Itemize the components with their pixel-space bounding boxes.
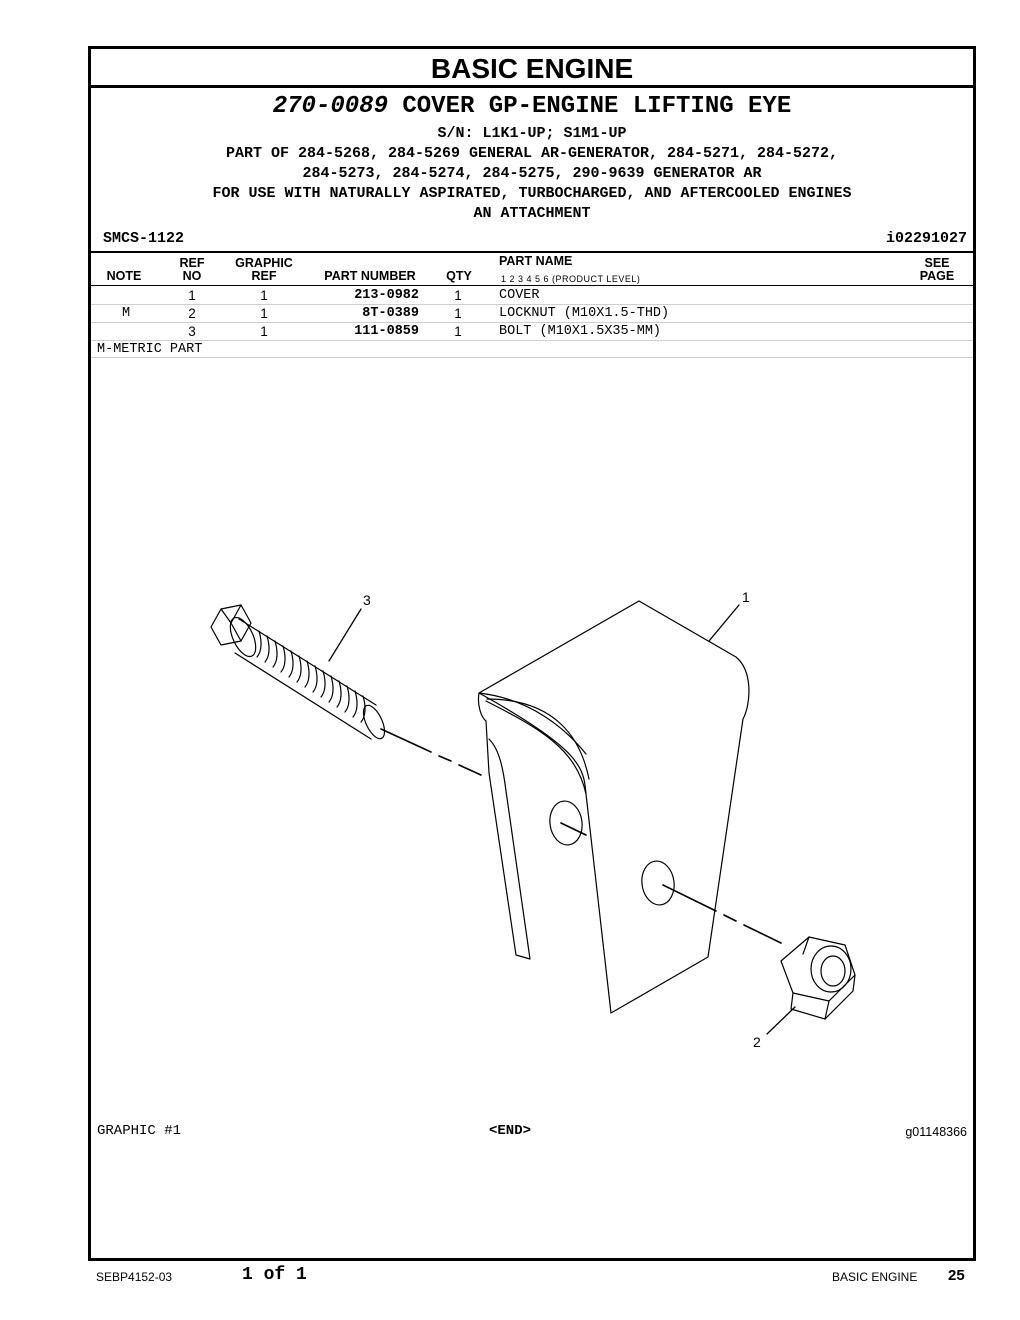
group-part-number: 270-0089 — [272, 93, 388, 120]
col-ref-top: REF — [179, 256, 205, 270]
leader-lines — [328, 604, 796, 1035]
col-part-name: PART NAME — [499, 254, 573, 268]
exploded-view-drawing: 3 1 2 — [210, 589, 856, 1050]
col-see-bottom: PAGE — [919, 269, 955, 283]
page-frame: BASIC ENGINE 270-0089 COVER GP-ENGINE LI… — [88, 46, 976, 1261]
table-top-rule — [91, 251, 973, 253]
col-part-number: PART NUMBER — [324, 269, 416, 283]
footer-section: BASIC ENGINE — [832, 1270, 918, 1284]
callout-locknut: 2 — [753, 1034, 761, 1050]
row-part-number: 8T-0389 — [362, 306, 419, 321]
footer-page-number: 25 — [948, 1267, 965, 1284]
graphic-ref-id: g01148366 — [905, 1125, 967, 1139]
col-product-level: 1 2 3 4 5 6 (PRODUCT LEVEL) — [501, 274, 641, 284]
bolt-threads — [256, 630, 366, 723]
callout-cover: 1 — [742, 589, 750, 605]
col-note: NOTE — [106, 269, 142, 283]
part-of-line-2: 284-5273, 284-5274, 284-5275, 290-9639 G… — [302, 165, 762, 182]
row-part-number: 213-0982 — [354, 288, 419, 303]
col-graphic-top: GRAPHIC — [235, 256, 293, 270]
attachment-line: AN ATTACHMENT — [473, 205, 591, 222]
row-divider — [91, 322, 973, 323]
row-ref-no: 2 — [188, 306, 196, 321]
row-ref-no: 1 — [188, 288, 196, 303]
graphic-label: GRAPHIC #1 — [97, 1123, 182, 1139]
row-part-name: COVER — [499, 288, 540, 303]
smcs-code: SMCS-1122 — [103, 230, 185, 247]
row-note: M — [121, 306, 131, 321]
illustration-id: i02291027 — [885, 230, 967, 247]
footer-doc-number: SEBP4152-03 — [96, 1270, 173, 1284]
row-graphic-ref: 1 — [260, 324, 268, 339]
row-part-name: BOLT (M10X1.5X35-MM) — [499, 324, 662, 339]
header-bottom-rule — [91, 285, 973, 286]
locknut — [780, 936, 856, 1020]
serial-numbers: S/N: L1K1-UP; S1M1-UP — [437, 125, 627, 142]
end-marker: <END> — [489, 1123, 532, 1139]
cover-bracket — [477, 600, 750, 1014]
row-qty: 1 — [454, 288, 462, 303]
col-qty: QTY — [446, 269, 472, 283]
bolt — [210, 604, 386, 740]
row-qty: 1 — [454, 324, 462, 339]
group-part-title: COVER GP-ENGINE LIFTING EYE — [402, 93, 792, 120]
callout-bolt: 3 — [363, 592, 371, 608]
part-title-line: 270-0089 COVER GP-ENGINE LIFTING EYE — [91, 93, 973, 120]
center-lines — [380, 728, 782, 944]
use-with-line: FOR USE WITH NATURALLY ASPIRATED, TURBOC… — [212, 185, 852, 202]
row-graphic-ref: 1 — [260, 306, 268, 321]
row-divider — [91, 304, 973, 305]
footnote-divider — [91, 357, 973, 358]
col-ref-bottom: NO — [182, 269, 202, 283]
footer-page-of: 1 of 1 — [242, 1265, 307, 1285]
row-part-number: 111-0859 — [354, 324, 419, 339]
col-graphic-bottom: REF — [251, 269, 277, 283]
row-divider — [91, 340, 973, 341]
row-qty: 1 — [454, 306, 462, 321]
row-graphic-ref: 1 — [260, 288, 268, 303]
metric-footnote: M-METRIC PART — [97, 342, 203, 357]
col-see-top: SEE — [924, 256, 950, 270]
part-of-line-1: PART OF 284-5268, 284-5269 GENERAL AR-GE… — [225, 145, 839, 162]
row-ref-no: 3 — [188, 324, 196, 339]
row-part-name: LOCKNUT (M10X1.5-THD) — [499, 306, 670, 321]
section-title: BASIC ENGINE — [91, 49, 973, 88]
